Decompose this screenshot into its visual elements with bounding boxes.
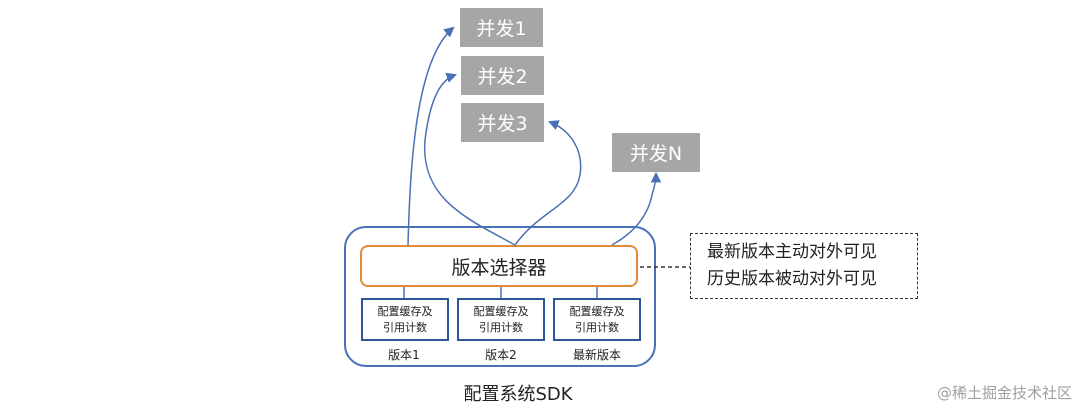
arrow-concurrent-3	[514, 120, 582, 246]
cache-text-3a: 配置缓存及	[569, 304, 625, 318]
config-cache-box-2: 配置缓存及 引用计数	[457, 298, 545, 341]
note-line-2: 历史版本被动对外可见	[707, 269, 877, 289]
concurrent-label-3: 并发3	[477, 113, 528, 135]
concurrent-label-2: 并发2	[477, 66, 528, 88]
arrow-concurrent-n	[611, 171, 662, 246]
visibility-note: 最新版本主动对外可见 历史版本被动对外可见	[690, 233, 918, 299]
arrow-concurrent-1	[407, 26, 455, 246]
cache-text-2b: 引用计数	[479, 320, 523, 334]
concurrent-box-n: 并发N	[612, 133, 700, 172]
concurrent-box-2: 并发2	[461, 56, 544, 95]
config-cache-box-3: 配置缓存及 引用计数	[553, 298, 641, 341]
cache-text-3b: 引用计数	[575, 320, 619, 334]
cache-text-1a: 配置缓存及	[377, 304, 433, 318]
cache-text-1b: 引用计数	[383, 320, 427, 334]
version-selector-label: 版本选择器	[451, 256, 547, 279]
concurrent-label-1: 并发1	[476, 18, 527, 40]
cache-text-2a: 配置缓存及	[473, 304, 529, 318]
concurrent-box-3: 并发3	[461, 103, 544, 142]
version-selector: 版本选择器	[360, 245, 638, 287]
sdk-title: 配置系统SDK	[463, 384, 573, 405]
config-cache-box-1: 配置缓存及 引用计数	[361, 298, 449, 341]
concurrent-label-n: 并发N	[629, 143, 683, 165]
note-line-1: 最新版本主动对外可见	[707, 242, 877, 262]
version-label-latest: 最新版本	[572, 348, 621, 362]
concurrent-box-1: 并发1	[460, 8, 543, 47]
version-label-2: 版本2	[485, 348, 517, 362]
arrow-concurrent-2	[424, 72, 516, 246]
version-label-1: 版本1	[388, 348, 420, 362]
watermark: @稀土掘金技术社区	[936, 384, 1072, 402]
